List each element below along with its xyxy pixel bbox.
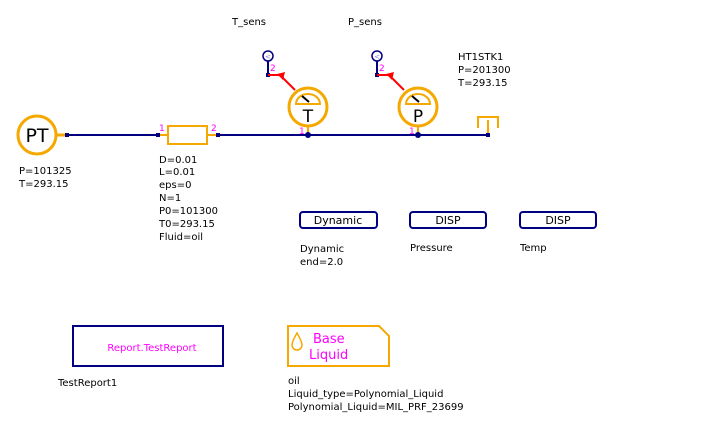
tank-component[interactable]: HT1STK1 P=201300 T=293.15 [457, 52, 511, 137]
pipe-param: P0=101300 [159, 206, 218, 217]
pt-source-port[interactable] [65, 133, 69, 137]
pressure-sensor-name: P_sens [348, 17, 382, 28]
pipe-param: D=0.01 [159, 155, 197, 166]
pipe-param: eps=0 [159, 180, 191, 191]
pipe-component[interactable]: 1 2 D=0.01 L=0.01 eps=0 N=1 P0=101300 T0… [156, 124, 220, 243]
report-name: TestReport1 [57, 378, 117, 389]
base-liquid-param: oil [288, 376, 300, 387]
pt-source[interactable]: PT P=101325 T=293.15 [16, 114, 72, 190]
base-liquid-title-line2: Liquid [309, 348, 348, 363]
temp-sensor-junction [305, 132, 311, 138]
pipe-body [167, 125, 208, 145]
disp-temp-label: DISP [545, 214, 571, 227]
base-liquid-param: Polynomial_Liquid=MIL_PRF_23699 [288, 402, 464, 413]
report-label: Report.TestReport [107, 343, 196, 354]
dynamic-block-param: Dynamic [300, 244, 344, 255]
disp-pressure-label: DISP [435, 214, 461, 227]
temp-sensor-pin-signal: 2 [270, 64, 276, 74]
disp-temp-name: Temp [519, 243, 547, 254]
dynamic-block-param: end=2.0 [300, 257, 343, 268]
base-liquid-param: Liquid_type=Polynomial_Liquid [288, 389, 443, 400]
temp-sensor-symbol: T [302, 107, 314, 127]
pressure-sensor-gauge-icon [404, 93, 432, 105]
pipe-port-in[interactable] [156, 133, 160, 137]
base-liquid-block[interactable]: Base Liquid oil Liquid_type=Polynomial_L… [287, 325, 464, 413]
pressure-sensor-needle [411, 95, 420, 103]
pressure-sensor-symbol: P [413, 107, 423, 127]
pipe-param: Fluid=oil [159, 232, 203, 243]
pressure-sensor-junction [415, 132, 421, 138]
pressure-sensor-pin-fluid: 1 [409, 127, 415, 137]
disp-pressure-box [409, 211, 487, 229]
temp-sensor-name: T_sens [231, 17, 266, 28]
dynamic-block[interactable]: Dynamic Dynamic end=2.0 [299, 211, 378, 268]
tank-param: P=201300 [458, 65, 511, 76]
temp-sensor[interactable]: T_sens < 2 T 1 [231, 17, 329, 138]
pipe-port-out[interactable] [216, 133, 220, 137]
base-liquid-title-line1: Base [313, 332, 345, 347]
disp-pressure-block[interactable]: DISP Pressure [409, 211, 487, 254]
pressure-sensor[interactable]: P_sens < 2 P 1 [348, 17, 439, 138]
temp-sensor-pin-fluid: 1 [299, 127, 305, 137]
pressure-sensor-pin-signal: 2 [379, 64, 385, 74]
tank-param: T=293.15 [457, 78, 507, 89]
pt-source-param: P=101325 [19, 166, 72, 177]
dynamic-block-box [299, 211, 378, 229]
temp-sensor-needle [301, 95, 310, 103]
report-block[interactable]: Report.TestReport TestReport1 [57, 325, 224, 389]
disp-pressure-name: Pressure [410, 243, 453, 254]
disp-temp-block[interactable]: DISP Temp [519, 211, 597, 254]
dynamic-block-label: Dynamic [314, 214, 363, 227]
pressure-sensor-arrow-icon [386, 72, 394, 80]
disp-temp-box [519, 211, 597, 229]
temp-sensor-gauge-icon [294, 93, 322, 105]
base-liquid-box [287, 325, 390, 367]
pipe-pin-in-label: 1 [159, 124, 165, 134]
terminal-glyph: < [265, 53, 271, 61]
pt-source-symbol: PT [25, 125, 48, 147]
tank-param: HT1STK1 [458, 52, 503, 63]
report-box [72, 325, 224, 367]
droplet-icon [291, 331, 303, 351]
terminal-glyph: < [374, 53, 380, 61]
pt-source-param: T=293.15 [18, 179, 68, 190]
pipe-param: T0=293.15 [158, 219, 215, 230]
pipe-param: N=1 [159, 193, 181, 204]
tank-icon [477, 116, 499, 128]
pipe-param: L=0.01 [159, 167, 195, 178]
tank-port[interactable] [486, 133, 490, 137]
pipe-pin-out-label: 2 [211, 124, 217, 134]
temp-sensor-arrow-icon [277, 72, 285, 80]
